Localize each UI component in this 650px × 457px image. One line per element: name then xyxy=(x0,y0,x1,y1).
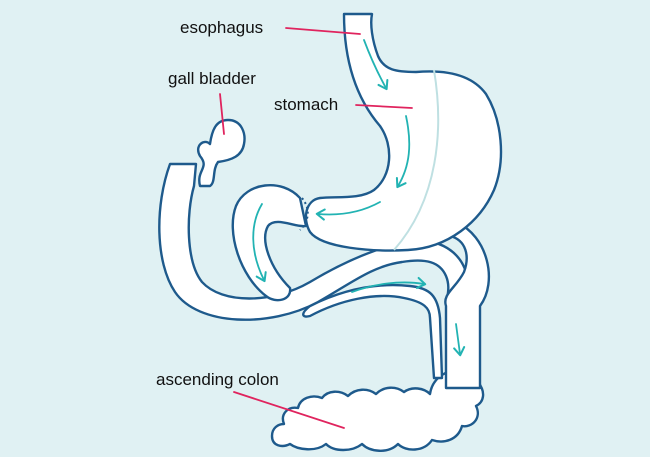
ascending-colon xyxy=(270,367,485,452)
intestine-lower xyxy=(302,283,444,380)
flow-arrow xyxy=(453,323,466,357)
small-intestine-loop xyxy=(231,184,308,302)
stomach-leader xyxy=(355,104,413,109)
flow-arrow xyxy=(315,201,381,221)
flow-arrow xyxy=(395,115,411,189)
gall-bladder-leader xyxy=(219,93,225,135)
stomach xyxy=(304,12,503,252)
label-esophagus: esophagus xyxy=(180,18,263,37)
esophagus-leader xyxy=(285,27,361,35)
label-gall-bladder: gall bladder xyxy=(168,69,256,88)
gall-bladder xyxy=(196,118,246,188)
descending-segment xyxy=(444,220,491,390)
flow-arrow xyxy=(363,39,389,91)
label-stomach: stomach xyxy=(274,95,338,114)
flow-arrow xyxy=(351,276,427,293)
label-ascending-colon: ascending colon xyxy=(156,370,279,389)
flow-arrow xyxy=(252,203,267,283)
stomach-crease xyxy=(393,69,440,251)
ascending-colon-leader xyxy=(233,391,345,429)
